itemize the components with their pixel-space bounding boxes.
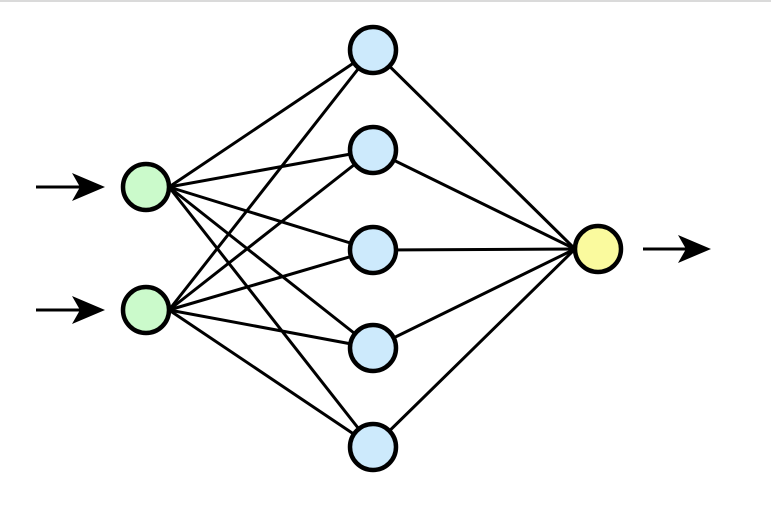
edge-input-1-hidden-3	[168, 185, 374, 252]
edge-input-2-hidden-3	[168, 248, 374, 312]
edge-input-2-hidden-5	[168, 308, 374, 449]
node-hidden-5	[347, 421, 399, 473]
edge-hidden-2-output-1	[372, 148, 576, 251]
edge-hidden-5-output-1	[371, 247, 577, 449]
edge-input-1-hidden-2	[168, 148, 374, 189]
input-arrow-2-head	[72, 296, 105, 324]
output-arrow-head	[678, 235, 711, 263]
edge-hidden-3-output-1	[372, 247, 576, 252]
edge-input-2-hidden-1	[167, 49, 375, 311]
edge-hidden-4-output-1	[372, 247, 576, 350]
node-hidden-2	[347, 124, 399, 176]
input-arrow-1-head	[72, 173, 105, 201]
edge-input-1-hidden-1	[168, 48, 374, 189]
edge-input-1-hidden-5	[167, 186, 375, 448]
edge-input-2-hidden-2	[168, 148, 374, 312]
node-hidden-3	[347, 224, 399, 276]
edge-input-2-hidden-4	[168, 308, 374, 350]
edge-input-1-hidden-4	[168, 185, 374, 350]
node-hidden-1	[347, 24, 399, 76]
node-hidden-4	[347, 322, 399, 374]
node-input-1	[120, 161, 172, 213]
node-input-2	[120, 284, 172, 336]
node-output-1	[572, 223, 624, 275]
edge-hidden-1-output-1	[371, 48, 577, 251]
